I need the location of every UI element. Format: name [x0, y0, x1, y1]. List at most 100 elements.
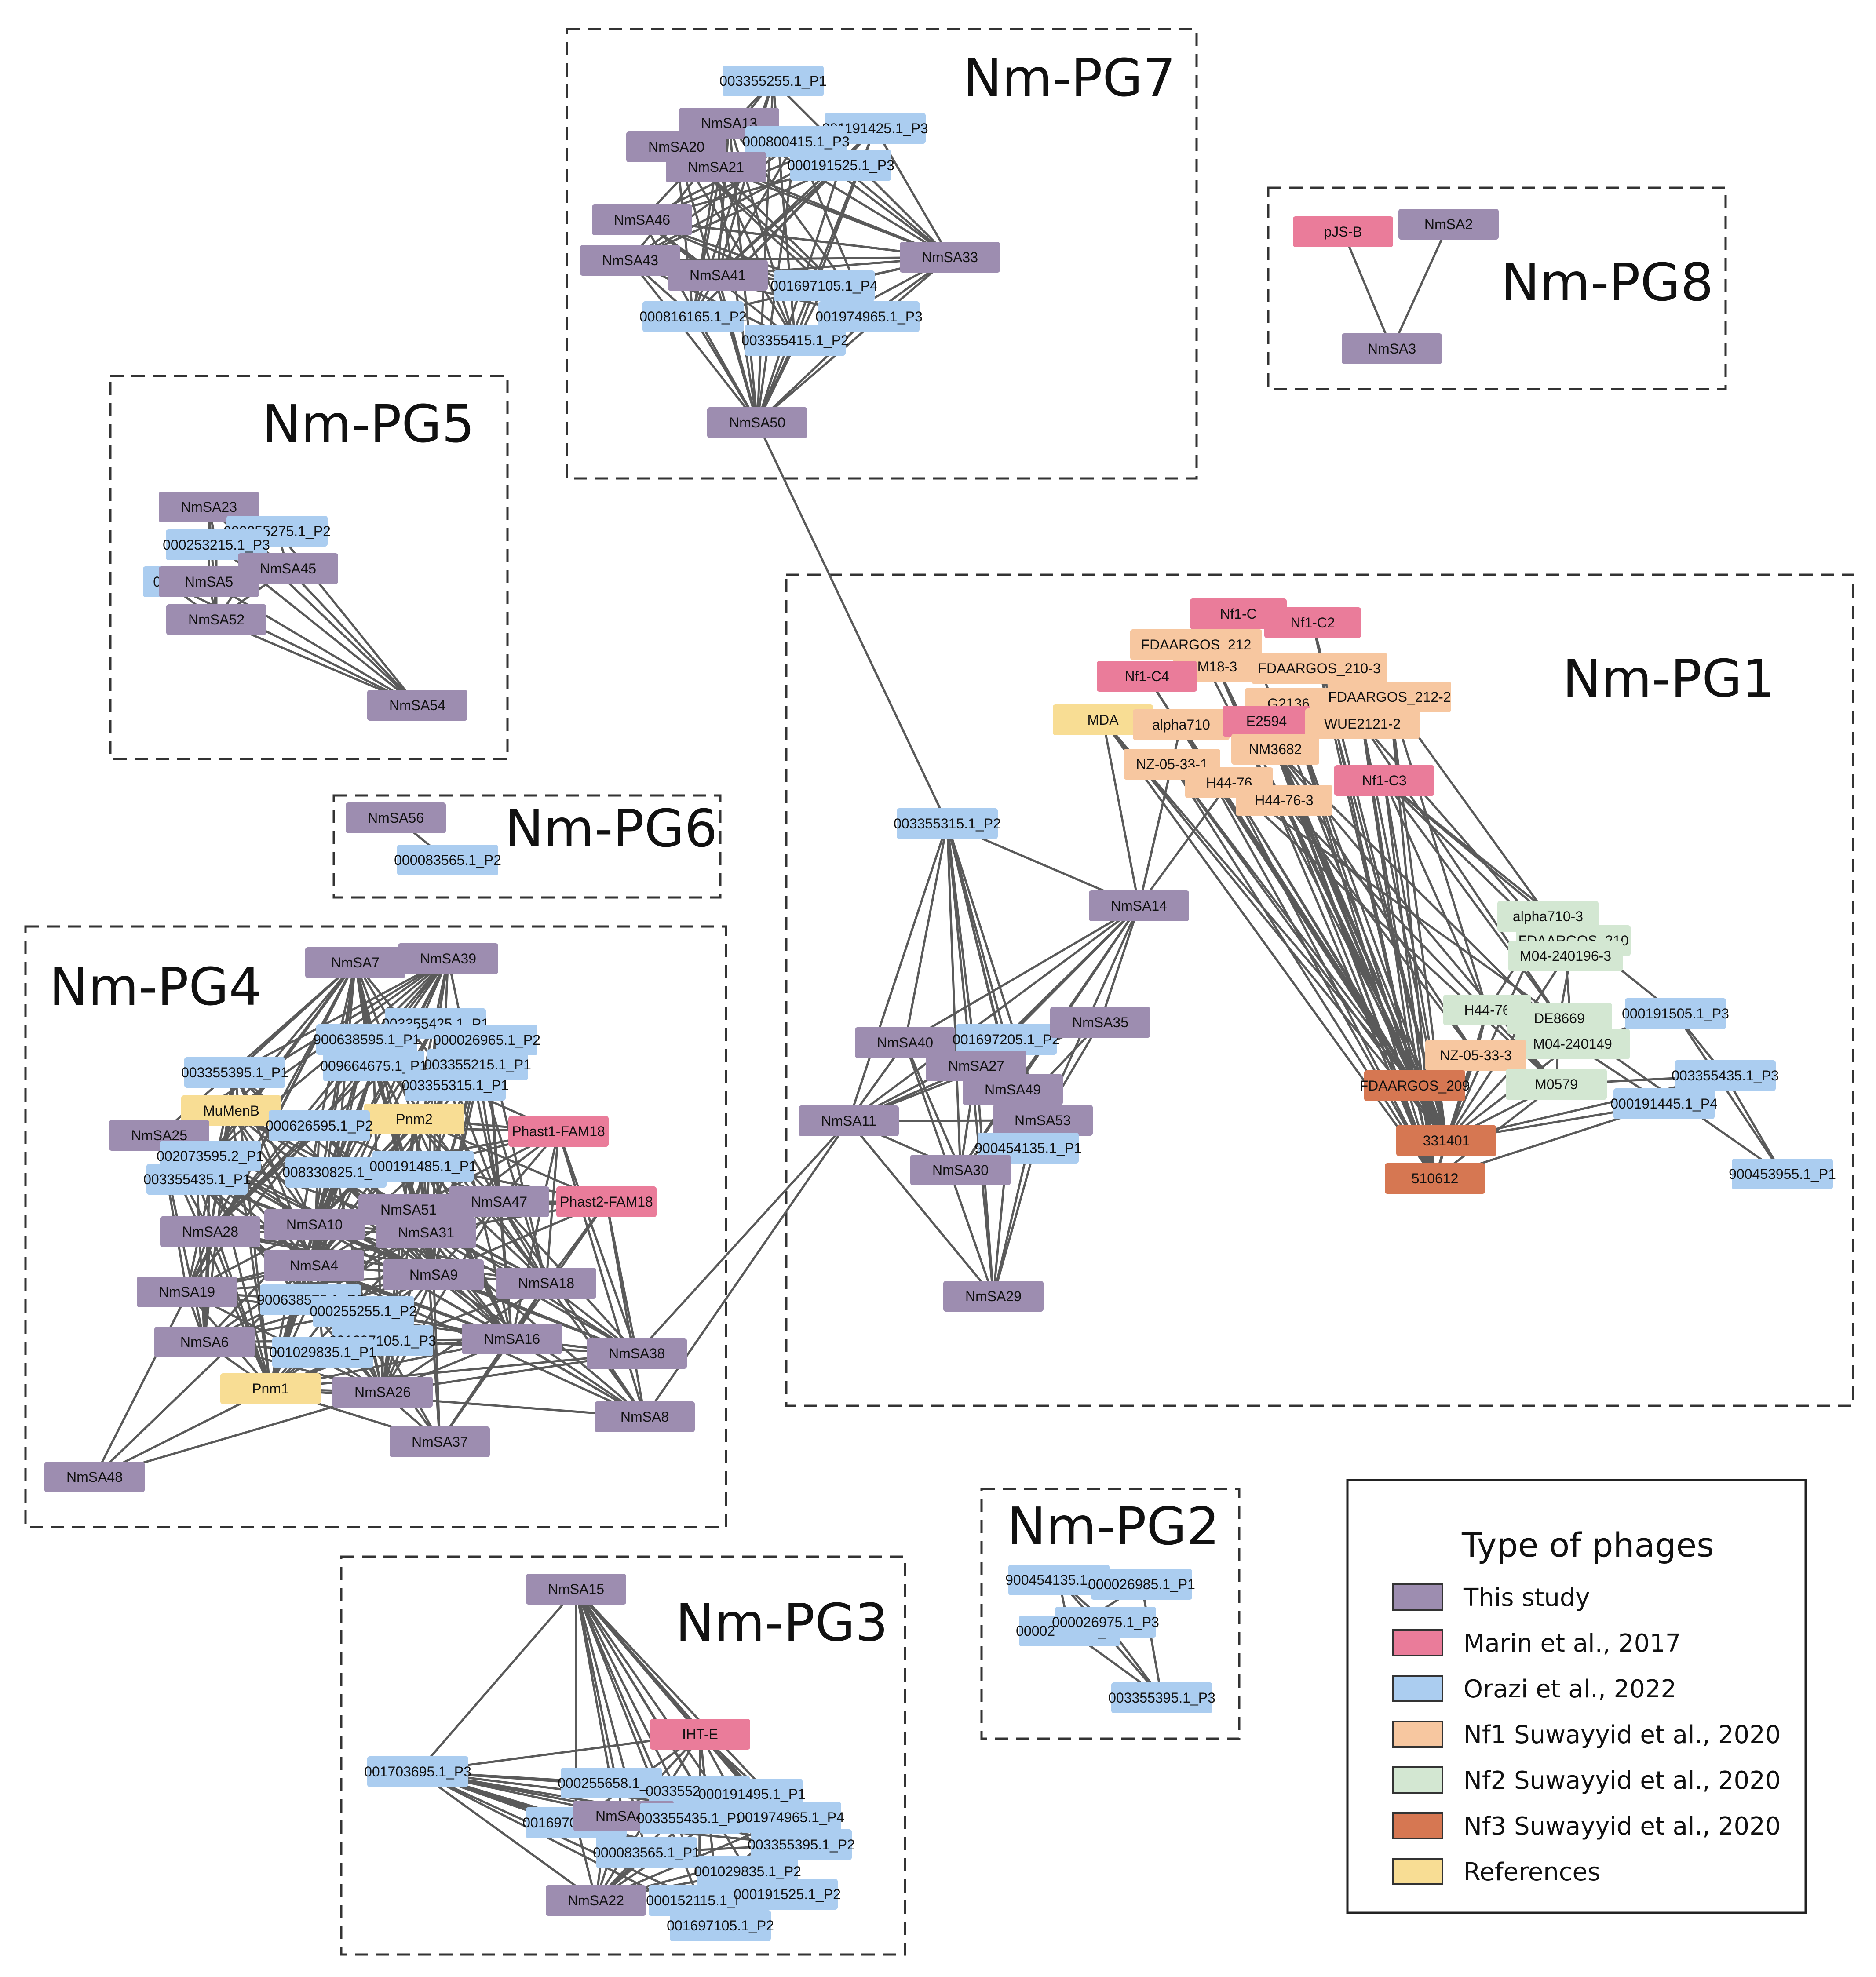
node-box[interactable]: [737, 1879, 838, 1910]
node-box[interactable]: [556, 1186, 657, 1217]
node-pg1_p2[interactable]: 003355315.1_P2: [894, 808, 1001, 839]
node-box[interactable]: [740, 1802, 841, 1833]
node-box[interactable]: [160, 1216, 260, 1247]
node-box[interactable]: [774, 270, 875, 301]
node-pg1_nf1c[interactable]: Nf1-C: [1190, 598, 1287, 629]
node-pg4_sa28[interactable]: NmSA28: [160, 1216, 260, 1247]
node-box[interactable]: [1342, 333, 1442, 364]
node-pg5_5[interactable]: NmSA5: [159, 566, 259, 597]
node-pg7_5[interactable]: 000800415.1_P3: [742, 126, 850, 157]
node-box[interactable]: [160, 1141, 261, 1171]
node-box[interactable]: [1223, 706, 1310, 737]
node-box[interactable]: [398, 943, 498, 974]
node-box[interactable]: [1050, 1007, 1150, 1038]
node-box[interactable]: [926, 1051, 1026, 1081]
node-box[interactable]: [376, 1217, 476, 1248]
node-pg1_sa30[interactable]: NmSA30: [910, 1155, 1011, 1185]
node-pg4_sa10[interactable]: NmSA10: [264, 1209, 365, 1240]
node-pg4_sa47[interactable]: NmSA47: [449, 1186, 549, 1217]
node-pg7_1[interactable]: 003355255.1_P1: [719, 66, 827, 96]
node-box[interactable]: [650, 1719, 750, 1750]
node-box[interactable]: [238, 553, 338, 584]
node-box[interactable]: [1364, 1070, 1465, 1101]
node-pg4_pnm1[interactable]: Pnm1: [220, 1373, 321, 1404]
node-box[interactable]: [1053, 704, 1153, 735]
node-box[interactable]: [508, 1116, 609, 1147]
node-pg4_sa31[interactable]: NmSA31: [376, 1217, 476, 1248]
node-pg6_2[interactable]: 000083565.1_P2: [394, 845, 501, 875]
node-pg1_sa11[interactable]: NmSA11: [799, 1105, 899, 1136]
node-box[interactable]: [332, 1377, 433, 1408]
node-box[interactable]: [397, 845, 498, 875]
node-pg3_o355395[interactable]: 003355395.1_P2: [748, 1829, 855, 1860]
node-pg1_o191505[interactable]: 000191505.1_P3: [1622, 998, 1729, 1029]
node-box[interactable]: [1334, 765, 1434, 796]
node-box[interactable]: [1305, 708, 1420, 739]
node-box[interactable]: [383, 1259, 484, 1290]
node-box[interactable]: [897, 808, 998, 839]
node-box[interactable]: [364, 1104, 464, 1134]
node-box[interactable]: [751, 1829, 852, 1860]
node-pg7_13[interactable]: 000816165.1_P2: [639, 301, 747, 332]
node-pg4_sa4[interactable]: NmSA4: [264, 1250, 364, 1281]
node-pg4_sa9[interactable]: NmSA9: [383, 1259, 484, 1290]
node-box[interactable]: [592, 204, 692, 235]
node-box[interactable]: [1111, 1682, 1212, 1713]
node-pg1_nm3682[interactable]: NM3682: [1231, 734, 1319, 765]
node-box[interactable]: [184, 1057, 285, 1088]
node-pg3_o974965[interactable]: 001974965.1_P4: [737, 1802, 844, 1833]
node-pg8_2[interactable]: NmSA2: [1398, 209, 1499, 240]
node-pg1_o355435[interactable]: 003355435.1_P3: [1672, 1060, 1779, 1091]
node-box[interactable]: [668, 260, 768, 291]
node-box[interactable]: [305, 947, 405, 978]
node-box[interactable]: [526, 1574, 626, 1605]
node-box[interactable]: [159, 566, 259, 597]
node-box[interactable]: [818, 301, 920, 332]
node-box[interactable]: [825, 113, 926, 144]
node-box[interactable]: [1425, 1040, 1526, 1071]
node-box[interactable]: [462, 1324, 562, 1354]
node-pg4_sa8[interactable]: NmSA8: [595, 1401, 695, 1432]
node-pg4_o073595[interactable]: 002073595.2_P1: [157, 1141, 264, 1171]
node-box[interactable]: [166, 529, 267, 560]
node-box[interactable]: [855, 1027, 955, 1058]
node-box[interactable]: [1091, 1569, 1192, 1600]
node-pg2_5[interactable]: 003355395.1_P3: [1108, 1682, 1215, 1713]
node-box[interactable]: [1133, 709, 1230, 740]
node-box[interactable]: [1236, 785, 1332, 816]
node-pg7_14[interactable]: 001974965.1_P3: [815, 301, 923, 332]
node-pg4_sa16[interactable]: NmSA16: [462, 1324, 562, 1354]
node-box[interactable]: [910, 1155, 1011, 1185]
node-box[interactable]: [596, 1837, 697, 1868]
node-box[interactable]: [1328, 682, 1451, 712]
node-box[interactable]: [449, 1186, 549, 1217]
node-box[interactable]: [561, 1768, 662, 1798]
node-pg1_sa49[interactable]: NmSA49: [963, 1074, 1063, 1105]
node-pg3_sa22[interactable]: NmSA22: [546, 1885, 646, 1916]
node-pg1_a7103[interactable]: alpha710-3: [1497, 901, 1599, 932]
node-pg3_iht[interactable]: IHT-E: [650, 1719, 750, 1750]
node-pg7_9[interactable]: NmSA43: [580, 245, 680, 276]
node-pg3_o255658[interactable]: 000255658.1_P1: [558, 1768, 665, 1798]
node-pg4_sa7[interactable]: NmSA7: [305, 947, 405, 978]
node-box[interactable]: [367, 690, 467, 721]
node-box[interactable]: [799, 1105, 899, 1136]
node-box[interactable]: [993, 1105, 1093, 1136]
node-pg4_pnm2[interactable]: Pnm2: [364, 1104, 464, 1134]
node-pg4_sa18[interactable]: NmSA18: [496, 1268, 596, 1299]
node-box[interactable]: [587, 1338, 687, 1369]
node-pg1_fda209[interactable]: FDAARGOS_209: [1360, 1070, 1470, 1101]
node-pg3_o152[interactable]: 000152115.1_P1: [646, 1885, 752, 1916]
node-pg7_6[interactable]: NmSA21: [666, 152, 766, 182]
node-box[interactable]: [1507, 1003, 1612, 1034]
node-box[interactable]: [390, 1426, 490, 1457]
node-box[interactable]: [956, 1024, 1057, 1055]
node-box[interactable]: [1675, 1060, 1776, 1091]
node-pg4_phast1[interactable]: Phast1-FAM18: [508, 1116, 609, 1147]
node-box[interactable]: [405, 1070, 506, 1101]
node-pg1_m04[interactable]: M04-240196-3: [1508, 941, 1623, 971]
node-pg1_o453955[interactable]: 900453955.1_P1: [1729, 1159, 1836, 1189]
node-box[interactable]: [1089, 890, 1189, 921]
node-box[interactable]: [1293, 216, 1393, 247]
node-pg1_sa29[interactable]: NmSA29: [943, 1281, 1044, 1312]
